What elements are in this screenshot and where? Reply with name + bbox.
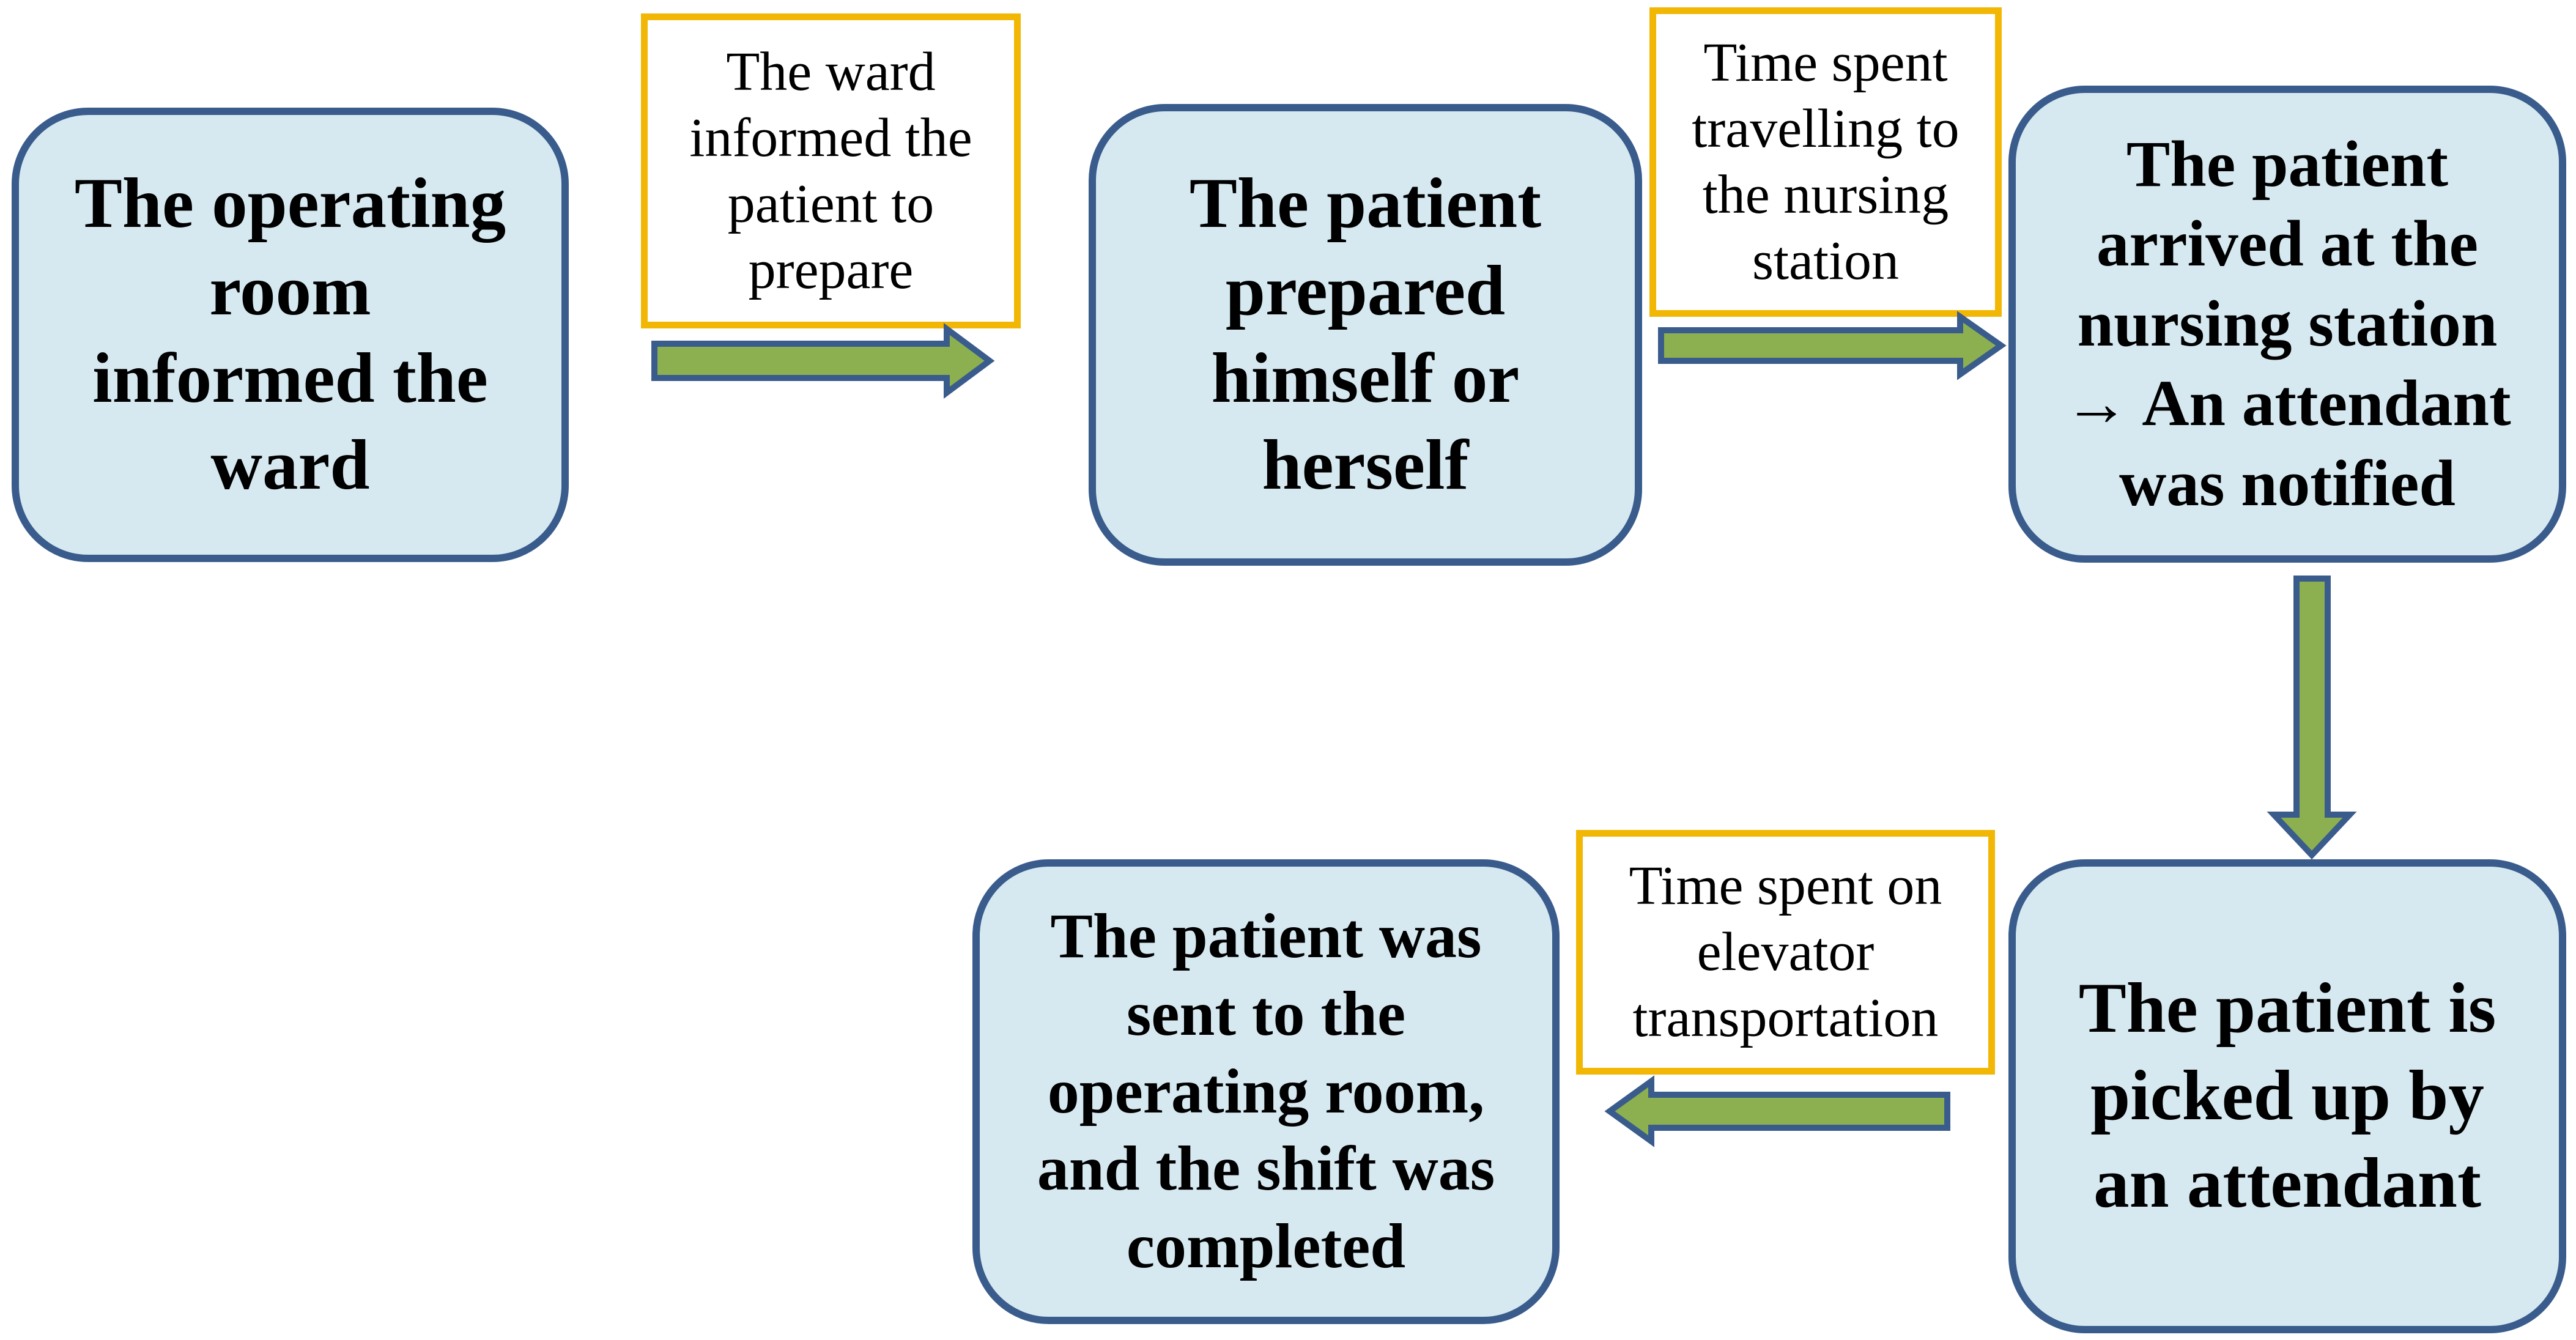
step-arrived-nursing-station-text: The patient arrived at the nursing stati… [2063, 128, 2511, 520]
note-elevator-time-text: Time spent on elevator transportation [1629, 856, 1942, 1048]
step-sent-to-operating-room: The patient was sent to the operating ro… [972, 859, 1560, 1324]
step-patient-prepared: The patient prepared himself or herself [1089, 104, 1642, 566]
note-ward-informed-patient: The ward informed the patient to prepare [641, 13, 1021, 328]
arrow-right-1 [651, 323, 995, 399]
step-or-informed-ward-text: The operating room informed the ward [74, 164, 506, 505]
note-travel-time-text: Time spent travelling to the nursing sta… [1692, 32, 1960, 291]
note-travel-time: Time spent travelling to the nursing sta… [1649, 7, 2002, 317]
step-patient-prepared-text: The patient prepared himself or herself [1189, 164, 1542, 505]
step-or-informed-ward: The operating room informed the ward [12, 108, 569, 562]
step-picked-up-by-attendant-text: The patient is picked up by an attendant [2078, 969, 2496, 1223]
arrow-right-2 [1658, 311, 2007, 380]
note-elevator-time: Time spent on elevator transportation [1576, 830, 1995, 1075]
step-sent-to-operating-room-text: The patient was sent to the operating ro… [1037, 900, 1495, 1282]
step-picked-up-by-attendant: The patient is picked up by an attendant [2008, 859, 2566, 1333]
step-arrived-nursing-station: The patient arrived at the nursing stati… [2008, 86, 2566, 563]
arrow-down-1 [2267, 576, 2357, 860]
note-ward-informed-patient-text: The ward informed the patient to prepare [689, 41, 972, 300]
arrow-left-1 [1604, 1075, 1950, 1147]
